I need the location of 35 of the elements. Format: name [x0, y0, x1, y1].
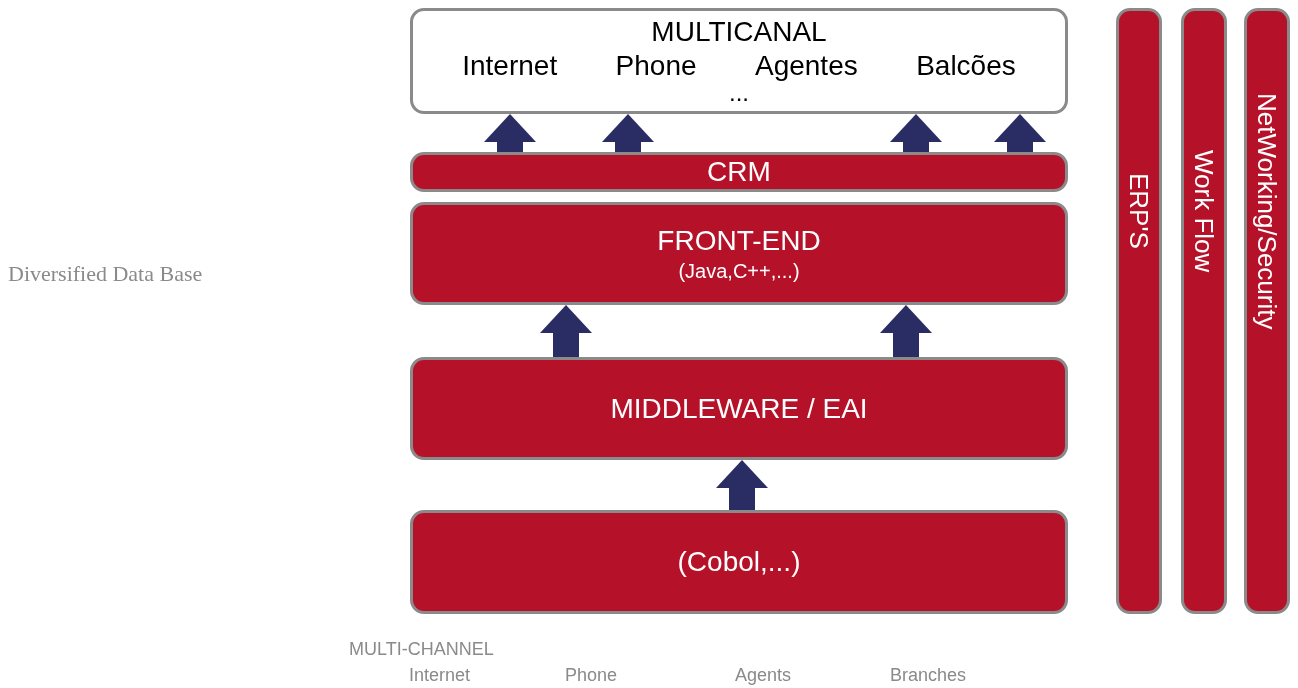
note-text: Phone	[565, 664, 618, 687]
bar-label: NetWorking/Security	[1252, 92, 1282, 330]
vertical-bar	[1244, 8, 1290, 614]
block-arrow	[540, 305, 592, 357]
layer-title: CRM	[707, 155, 771, 189]
block-arrow	[880, 305, 932, 357]
layer-box	[410, 357, 1068, 460]
channel-label: Balcões	[916, 49, 1016, 83]
vertical-bar	[1116, 8, 1162, 614]
block-arrow	[890, 114, 942, 152]
bar-label: Work Flow	[1189, 149, 1219, 273]
channel-label: Internet	[462, 49, 558, 83]
vertical-bar	[1181, 8, 1227, 614]
layer-box	[410, 202, 1068, 305]
channel-label: Phone	[615, 49, 697, 83]
ellipsis-text: ...	[729, 83, 749, 103]
note-text: Branches	[890, 664, 967, 687]
layer-title: (Cobol,...)	[677, 545, 801, 579]
block-arrow	[484, 114, 536, 152]
box-title: MULTICANAL	[651, 15, 827, 49]
note-text: MULTI-CHANNEL	[349, 638, 494, 661]
block-arrow	[716, 460, 768, 510]
note-text: Internet	[409, 664, 471, 687]
layer-subtitle: (Java,C++,...)	[678, 258, 800, 284]
layer-title: MIDDLEWARE / EAI	[610, 391, 868, 426]
block-arrow	[994, 114, 1046, 152]
layer-title: FRONT-END	[657, 223, 821, 258]
layer-band	[410, 152, 1068, 192]
channel-box	[410, 8, 1068, 114]
block-arrow	[602, 114, 654, 152]
layer-box	[410, 510, 1068, 614]
note-text: Diversified Data Base	[8, 260, 203, 288]
bar-label: ERP'S	[1124, 173, 1154, 249]
channel-label: Agentes	[754, 49, 858, 83]
note-text: Agents	[735, 664, 792, 687]
